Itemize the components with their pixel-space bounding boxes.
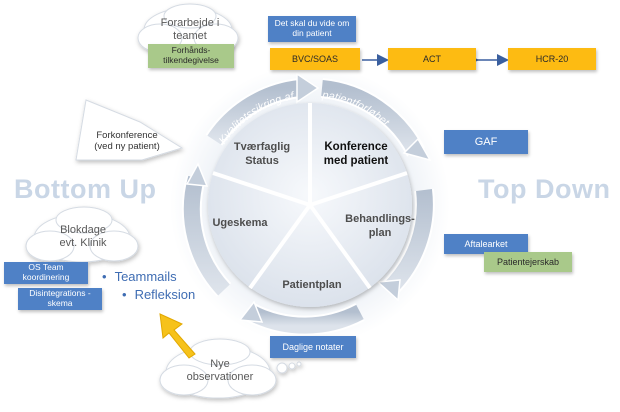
top-down-label: Top Down — [478, 174, 611, 204]
box-skal-vide: Det skal du vide om din patient — [268, 16, 356, 42]
segment-patientplan: Patientplan — [282, 279, 342, 291]
segment-ugeskema: Ugeskema — [212, 217, 268, 229]
box-bvc-soas: BVC/SOAS — [270, 48, 360, 70]
ring-arrows — [181, 72, 435, 336]
box-forhaandstilkendegivelse: Forhånds-tilkendegivelse — [148, 44, 234, 68]
cloud-nye-observationer — [159, 338, 302, 399]
bottom-up-label: Bottom Up — [14, 174, 157, 204]
box-aftalearket: Aftalearket — [444, 234, 528, 254]
callout-forkonference-text: Forkonference(ved ny patient) — [94, 130, 160, 153]
bullet-teammails: Teammails — [102, 268, 195, 286]
cloud-blokdage — [25, 206, 139, 263]
box-hcr-20: HCR-20 — [508, 48, 596, 70]
yellow-up-arrow — [159, 313, 196, 359]
box-disintegration: Disintegrations - skema — [18, 288, 102, 310]
wedge-separators — [212, 103, 408, 290]
box-daglige-notater: Daglige notater — [270, 336, 356, 358]
bullet-list: Teammails Refleksion — [102, 268, 196, 304]
bullet-refleksion: Refleksion — [122, 286, 196, 304]
box-act: ACT — [388, 48, 476, 70]
segment-behandlingsplan: Behandlings-plan — [345, 213, 415, 239]
box-patientejerskab: Patientejerskab — [484, 252, 572, 272]
box-gaf: GAF — [444, 130, 528, 154]
callout-forkonference — [75, 99, 184, 161]
box-os-team: OS Team koordinering — [4, 262, 88, 284]
